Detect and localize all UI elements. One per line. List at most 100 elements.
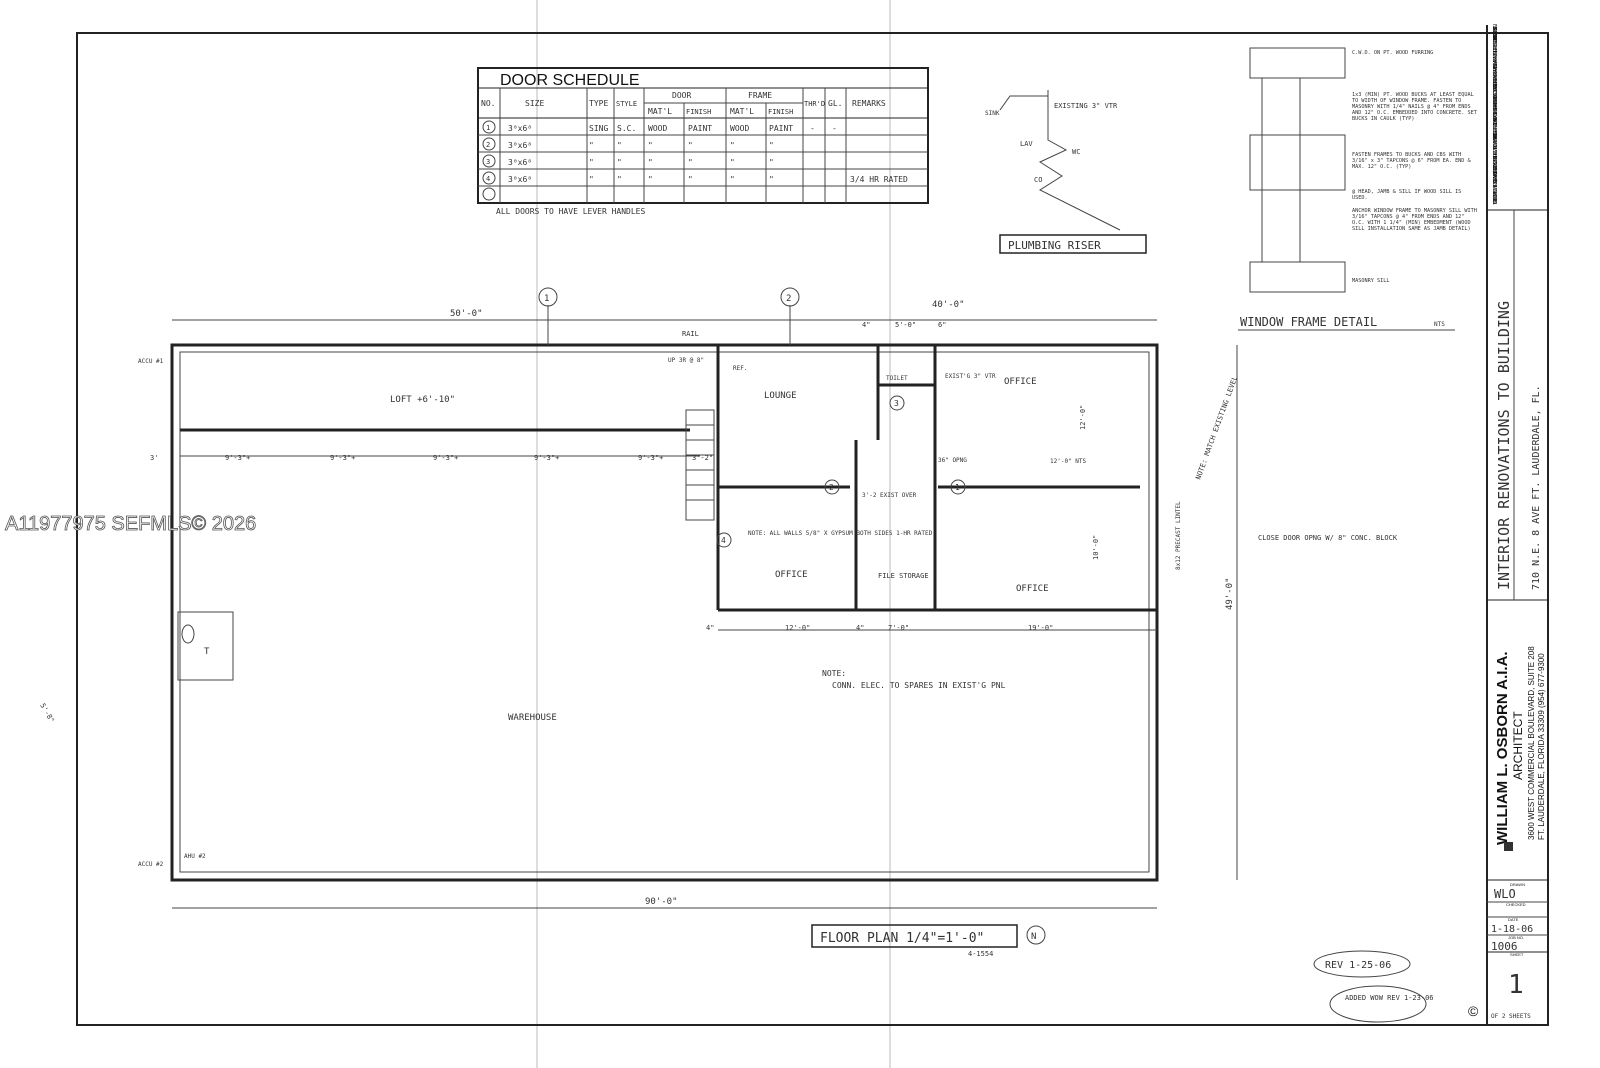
header-no: NO.	[481, 99, 495, 108]
door-tag	[716, 532, 732, 548]
window-frame-detail: C.W.D. ON PT. WOOD FURRING 1x3 (MIN) PT.…	[1238, 47, 1477, 331]
header-gl: GL.	[828, 99, 842, 108]
header-frame-finish: FINISH	[768, 108, 793, 116]
dim-right: 40'-0"	[932, 300, 965, 310]
sheet-label: SHEET	[1510, 952, 1524, 957]
stairs	[685, 409, 715, 521]
door-schedule-cell: "	[589, 158, 594, 167]
dim-misc: 10'-0"	[1092, 535, 1100, 560]
door-schedule-cell: "	[648, 141, 653, 150]
title-block: TO THE BEST OF MY KNOWLEDGE, THE PLANS A…	[1468, 24, 1548, 1020]
dim-room: 7'-0"	[888, 624, 909, 632]
door-schedule-cell: "	[617, 141, 622, 150]
room-file-storage: FILE STORAGE	[878, 572, 929, 580]
door-schedule-cell: -	[832, 124, 837, 133]
door-tag-label: 4	[721, 536, 726, 545]
door-schedule: DOOR SCHEDULE NO. SIZE TYPE STYLE DOOR F…	[477, 67, 929, 216]
label-ahu2: AHU #2	[184, 853, 206, 860]
dim-room: 12'-0"	[785, 624, 810, 632]
door-tag-label: 3	[894, 399, 899, 408]
copyright-mark: ©	[1468, 1003, 1479, 1019]
door-schedule-note: ALL DOORS TO HAVE LEVER HANDLES	[496, 207, 645, 216]
dim-bay: 9'-3"+	[225, 454, 250, 462]
door-schedule-cell: "	[648, 175, 653, 184]
riser-label: WC	[1072, 148, 1080, 156]
door-schedule-cell: "	[688, 158, 693, 167]
dim-small: 5'-0"	[895, 321, 916, 329]
header-style: STYLE	[616, 100, 637, 108]
revision-note: ADDED WOW REV 1-23-06	[1345, 994, 1434, 1002]
header-frame: FRAME	[748, 91, 772, 100]
door-schedule-cell: SING	[589, 124, 608, 133]
header-door-matl: MAT'L	[648, 107, 672, 116]
room-loft: LOFT +6'-10"	[390, 395, 455, 405]
toilet-fixture	[181, 624, 195, 644]
plumbing-riser-title: PLUMBING RISER	[1008, 239, 1101, 252]
dim-left: 50'-0"	[450, 309, 483, 319]
watermark: A11977975 SEFMLS© 2026	[5, 513, 256, 535]
door-schedule-cell: "	[688, 141, 693, 150]
architect-role: ARCHITECT	[1511, 711, 1525, 780]
door-schedule-cell: "	[769, 158, 774, 167]
door-schedule-cell: "	[589, 141, 594, 150]
door-schedule-cell: PAINT	[769, 124, 793, 133]
label-accu1: ACCU #1	[138, 358, 164, 365]
job-label: JOB NO.	[1508, 935, 1524, 940]
grid-marker-label: 1	[544, 294, 549, 304]
door-number-circle	[482, 171, 496, 185]
dim-bay: 9'-3"+	[534, 454, 559, 462]
label-up: UP 3R @ 8"	[668, 357, 704, 364]
disclaimer: TO THE BEST OF MY KNOWLEDGE, THE PLANS A…	[1493, 24, 1499, 205]
note-elec-head: NOTE:	[822, 669, 846, 678]
door-schedule-cell: "	[730, 141, 735, 150]
drawn-label: DRAWN	[1510, 882, 1525, 887]
riser-label: SINK	[985, 110, 1000, 117]
date-label: DATE	[1508, 917, 1519, 922]
dim-room: 19'-0"	[1028, 624, 1053, 632]
architect-name: WILLIAM L. OSBORN A.I.A.	[1494, 651, 1511, 845]
room-toilet: TOILET	[886, 375, 908, 382]
dim-bay: 3'	[150, 454, 158, 462]
room-office: OFFICE	[775, 570, 808, 580]
note-elec: CONN. ELEC. TO SPARES IN EXIST'G PNL	[832, 681, 1006, 690]
door-schedule-cell: PAINT	[688, 124, 712, 133]
header-remarks: REMARKS	[852, 99, 886, 108]
riser-label: CO	[1034, 176, 1042, 184]
checked-label: CHECKED	[1506, 902, 1526, 907]
project-title: INTERIOR RENOVATIONS TO BUILDING	[1495, 301, 1513, 590]
note-close-door: CLOSE DOOR OPNG W/ 8" CONC. BLOCK	[1258, 534, 1398, 542]
label-accu2: ACCU #2	[138, 861, 164, 868]
dim-room: 4"	[706, 624, 714, 632]
door-tag	[824, 479, 840, 495]
building-outline	[170, 343, 1159, 882]
dim-small: 4"	[862, 321, 870, 329]
date-value: 1-18-06	[1491, 924, 1533, 935]
note-walls: NOTE: ALL WALLS 5/8" X GYPSUM BOTH SIDES…	[748, 530, 933, 537]
riser-label: LAV	[1020, 140, 1033, 148]
window-detail-note: @ HEAD, JAMB & SILL IF WOOD SILL IS USED…	[1352, 189, 1462, 201]
architect-city: FT. LAUDERDALE, FLORIDA 33309 (954) 677-…	[1537, 653, 1546, 840]
logo-mark	[1504, 842, 1513, 851]
door-tag-label: 2	[829, 483, 834, 492]
door-tag	[950, 479, 966, 495]
floor-plan-title: FLOOR PLAN 1/4"=1'-0"	[820, 931, 984, 946]
door-schedule-cell: "	[730, 158, 735, 167]
door-number-circle	[482, 120, 496, 134]
window-detail-scale: NTS	[1434, 321, 1445, 328]
header-size: SIZE	[525, 99, 544, 108]
header-door: DOOR	[672, 91, 691, 100]
sheet-border	[76, 32, 1549, 1026]
door-schedule-title: DOOR SCHEDULE	[500, 72, 640, 89]
dim-small: 6"	[938, 321, 946, 329]
dim-room: 4"	[856, 624, 864, 632]
architect-street: 3600 WEST COMMERCIAL BOULEVARD, SUITE 20…	[1527, 646, 1536, 840]
room-warehouse: WAREHOUSE	[508, 713, 557, 723]
room-office: OFFICE	[1016, 584, 1049, 594]
dim-bottom: 90'-0"	[645, 897, 678, 907]
window-detail-note: MASONRY SILL	[1352, 278, 1390, 284]
room-office: OFFICE	[1004, 377, 1037, 387]
door-schedule-cell: "	[769, 141, 774, 150]
note-lintel: 8x12 PRECAST LINTEL	[1175, 501, 1182, 570]
window-detail-note: ANCHOR WINDOW FRAME TO MASONRY SILL WITH…	[1352, 208, 1477, 232]
